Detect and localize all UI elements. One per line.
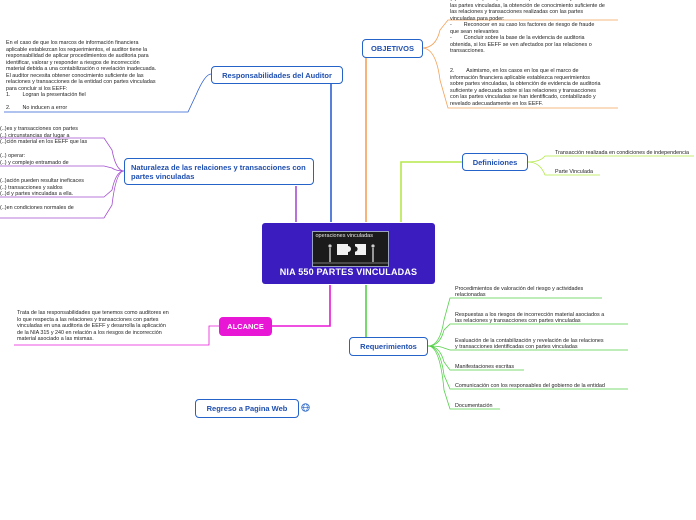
definicion-item-transaccion: Transacción realizada en condiciones de …: [555, 150, 696, 156]
definicion-item-parte-vinculada: Parte Vinculada: [555, 169, 593, 175]
central-image: operaciones vinculadas: [312, 231, 389, 267]
responsabilidades-text: En el caso de que los marcos de informac…: [6, 40, 196, 112]
objetivos-node[interactable]: OBJETIVOS: [362, 39, 423, 58]
requerimientos-node[interactable]: Requerimientos: [349, 337, 428, 356]
requerimiento-item-evaluacion: Evaluación de la contabilización y revel…: [455, 338, 635, 351]
requerimiento-item-documentacion: Documentación: [455, 403, 492, 409]
definiciones-node[interactable]: Definiciones: [462, 153, 528, 171]
requerimiento-item-comunicacion: Comunicación con los responsables del go…: [455, 383, 605, 389]
responsabilidades-node[interactable]: Responsabilidades del Auditor: [211, 66, 343, 84]
regreso-pagina-web-node[interactable]: Regreso a Pagina Web: [195, 399, 299, 418]
naturaleza-text-1: (..)es y transacciones con partes (..) c…: [0, 126, 100, 146]
naturaleza-text-3: (..)ación pueden resultar ineficaces (..…: [0, 178, 100, 198]
naturaleza-node[interactable]: Naturaleza de las relaciones y transacci…: [124, 158, 314, 185]
central-topic[interactable]: operaciones vinculadas NIA 550 PARTES VI…: [262, 223, 435, 284]
objetivos-text-1: (..) suficiente para que el auditor pued…: [450, 0, 690, 55]
central-image-caption: operaciones vinculadas: [316, 233, 373, 239]
alcance-text: Trata de las responsabilidades que tenem…: [17, 310, 207, 343]
naturaleza-text-4: (..)en condiciones normales de: [0, 205, 100, 212]
objetivos-text-2: 2. Asimismo, en los casos en los que el …: [450, 68, 690, 107]
central-title: NIA 550 PARTES VINCULADAS: [262, 267, 435, 277]
globe-icon[interactable]: [301, 403, 310, 414]
naturaleza-text-2: (..) operar: (..) y complejo entramado d…: [0, 153, 100, 166]
requerimiento-item-manifestaciones: Manifestaciones escritas: [455, 364, 514, 370]
alcance-node[interactable]: ALCANCE: [219, 317, 272, 336]
requerimiento-item-respuestas: Respuestas a los riesgos de incorrección…: [455, 312, 635, 325]
requerimiento-item-procedimientos: Procedimientos de valoración del riesgo …: [455, 286, 625, 299]
